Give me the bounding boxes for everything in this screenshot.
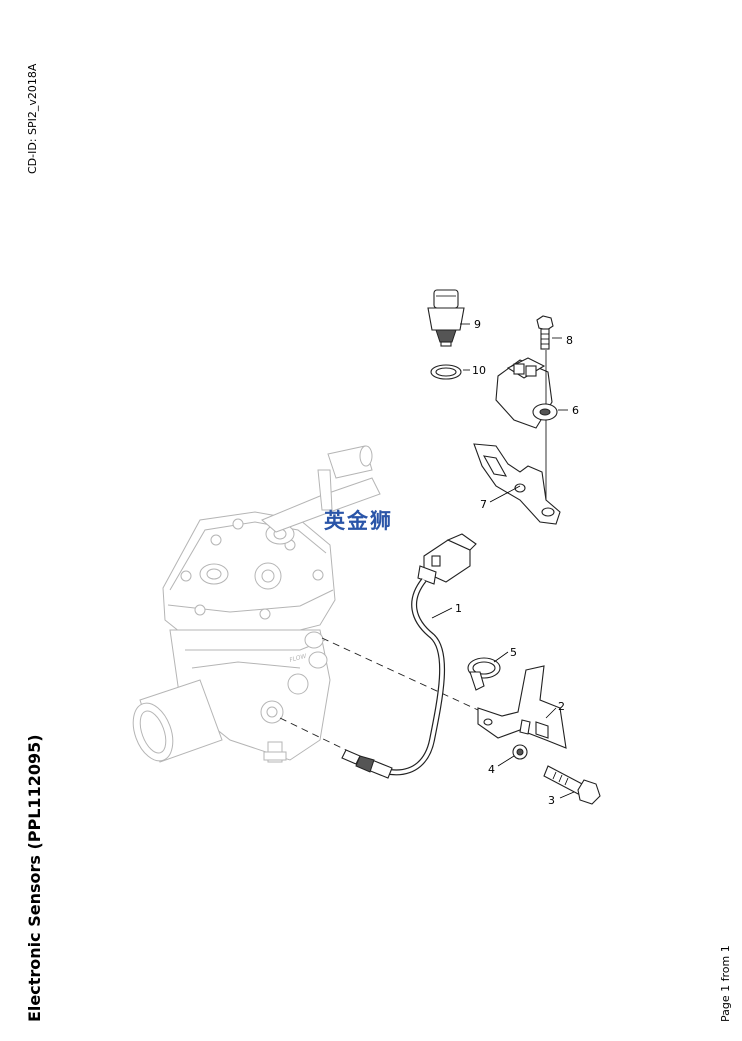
callout-7: 7 [480, 498, 487, 511]
watermark-logo: 英金狮 [324, 509, 393, 533]
callout-8: 8 [566, 334, 573, 347]
part-4-washer [512, 744, 528, 760]
alignment-line-upper [321, 637, 479, 711]
part-6-sensor-module [495, 350, 558, 429]
housing-flow-marking: FLOW [289, 652, 309, 664]
callout-4: 4 [488, 763, 495, 776]
part-9-pressure-sender [427, 289, 465, 347]
part-1-sensor-cable [341, 533, 477, 779]
housing-assembly: FLOW [132, 445, 381, 763]
part-10-o-ring [430, 364, 462, 380]
part-7-mounting-bracket [473, 420, 561, 525]
part-5-cable-clip [467, 657, 501, 691]
callout-6: 6 [572, 404, 579, 417]
alignment-line-lower [279, 717, 351, 753]
callout-10: 10 [472, 364, 486, 377]
part-2-bracket [477, 665, 567, 749]
part-3-bolt [543, 765, 601, 805]
callout-9: 9 [474, 318, 481, 331]
callout-2: 2 [558, 700, 565, 713]
callout-1: 1 [455, 602, 462, 615]
part-8-screw [536, 315, 554, 350]
callout-5: 5 [510, 646, 517, 659]
callout-3: 3 [548, 794, 555, 807]
